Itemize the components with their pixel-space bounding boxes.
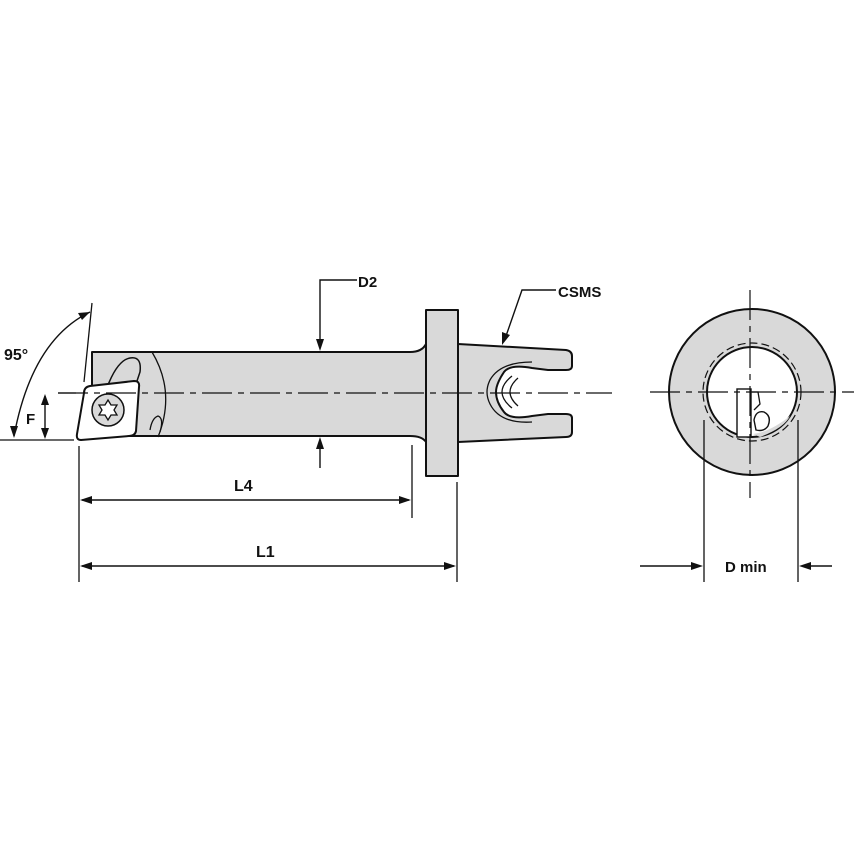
l1-label: L1 xyxy=(256,544,275,561)
l4-label: L4 xyxy=(234,478,253,495)
angle-label: 95° xyxy=(4,347,28,364)
notch-icon xyxy=(149,415,163,433)
csms-arrow xyxy=(502,332,510,345)
dmin-label: D min xyxy=(725,559,767,576)
end-insert-slot xyxy=(736,388,752,438)
angle-arc xyxy=(13,311,91,437)
l4-arrow-right xyxy=(399,496,411,504)
l1-arrow-right xyxy=(444,562,456,570)
l4-arrow-left xyxy=(80,496,92,504)
coupling-groove-inner2 xyxy=(509,377,519,407)
coupling-groove xyxy=(486,361,533,423)
f-label: F xyxy=(26,411,35,428)
l1-arrow-left xyxy=(80,562,92,570)
angle-reference-line xyxy=(83,302,93,383)
torx-icon xyxy=(97,398,119,422)
f-arrow-top xyxy=(41,394,49,405)
dmin-arrow-left xyxy=(691,562,703,570)
dmin-arrow-right xyxy=(799,562,811,570)
coupling-groove-inner xyxy=(501,375,513,409)
d2-arrow-top xyxy=(316,339,324,351)
d2-arrow-bottom xyxy=(316,437,324,449)
angle-arrow-bottom xyxy=(10,426,18,438)
angle-arrow-top xyxy=(78,312,90,320)
chip-pocket-icon xyxy=(106,357,142,386)
f-arrow-bottom xyxy=(41,428,49,439)
csms-leader xyxy=(505,289,556,337)
csms-label: CSMS xyxy=(558,284,601,301)
d2-label: D2 xyxy=(358,274,377,291)
end-view: D min xyxy=(640,290,854,582)
csms-coupling xyxy=(457,343,573,443)
side-view: 95° F D2 CSMS L4 L1 xyxy=(0,274,612,582)
d2-leader xyxy=(319,279,357,340)
end-screw-icon xyxy=(753,410,771,432)
end-lower-fill xyxy=(753,416,790,437)
